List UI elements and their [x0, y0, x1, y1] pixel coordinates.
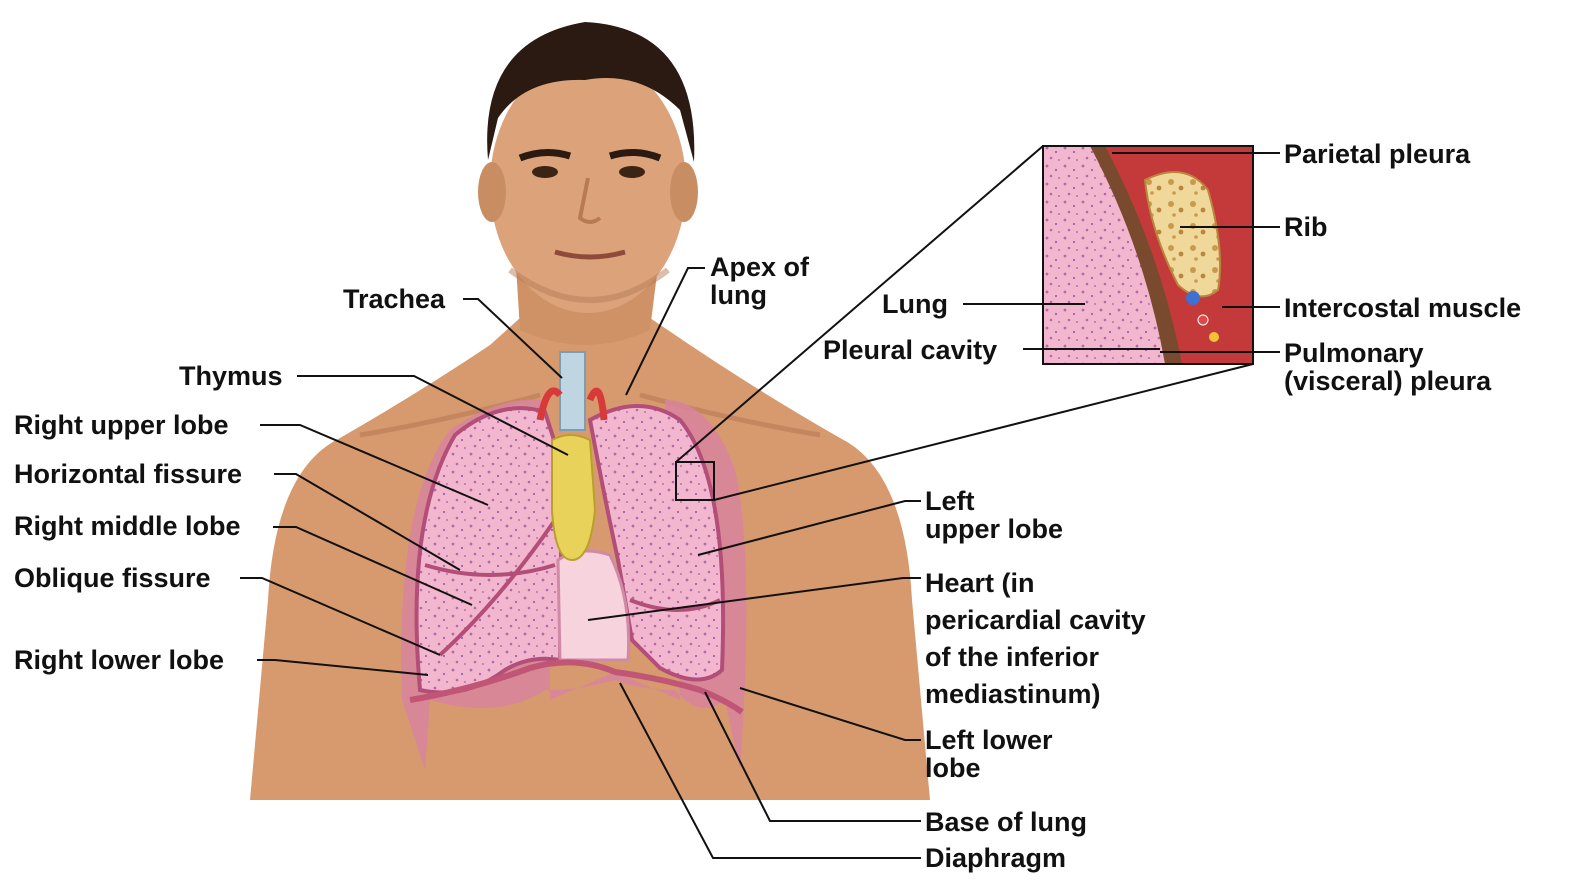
trachea-shape: [560, 352, 585, 430]
right-eye: [619, 166, 645, 178]
label-left-upper-lobe-line-2: upper lobe: [925, 515, 1063, 543]
label-heart-line-4: mediastinum): [925, 676, 1146, 713]
label-right-upper-lobe: Right upper lobe: [14, 411, 228, 439]
label-left-upper-lobe: Left upper lobe: [925, 487, 1063, 543]
label-oblique-fissure: Oblique fissure: [14, 564, 211, 592]
left-ear: [478, 162, 506, 222]
label-pulmonary-pleura: Pulmonary (visceral) pleura: [1284, 339, 1491, 395]
label-right-middle-lobe: Right middle lobe: [14, 512, 241, 540]
label-pleural-cavity: Pleural cavity: [823, 336, 997, 364]
inset-nerve: [1209, 332, 1219, 342]
label-base-of-lung: Base of lung: [925, 808, 1087, 836]
label-pulmonary-pleura-line-2: (visceral) pleura: [1284, 367, 1491, 395]
label-heart-line-3: of the inferior: [925, 639, 1146, 676]
inset-vein: [1186, 291, 1200, 305]
label-heart-line-2: pericardial cavity: [925, 602, 1146, 639]
label-thymus: Thymus: [179, 362, 283, 390]
label-apex-of-lung-line-2: lung: [710, 281, 809, 309]
label-apex-of-lung-line-1: Apex of: [710, 253, 809, 281]
label-diaphragm: Diaphragm: [925, 844, 1066, 872]
label-intercostal-muscle: Intercostal muscle: [1284, 294, 1521, 322]
label-parietal-pleura: Parietal pleura: [1284, 140, 1470, 168]
right-ear: [670, 162, 698, 222]
thymus-shape: [552, 435, 595, 560]
label-lung: Lung: [882, 290, 948, 318]
label-heart-line-1: Heart (in: [925, 565, 1146, 602]
label-apex-of-lung: Apex of lung: [710, 253, 809, 309]
label-rib: Rib: [1284, 213, 1328, 241]
inset-artery: [1198, 315, 1208, 325]
label-horizontal-fissure: Horizontal fissure: [14, 460, 242, 488]
label-left-lower-lobe-line-1: Left lower: [925, 726, 1053, 754]
label-trachea: Trachea: [343, 285, 445, 313]
left-eye: [532, 166, 558, 178]
label-left-lower-lobe-line-2: lobe: [925, 754, 1053, 782]
label-left-lower-lobe: Left lower lobe: [925, 726, 1053, 782]
label-left-upper-lobe-line-1: Left: [925, 487, 1063, 515]
label-right-lower-lobe: Right lower lobe: [14, 646, 224, 674]
label-pulmonary-pleura-line-1: Pulmonary: [1284, 339, 1491, 367]
label-heart: Heart (in pericardial cavity of the infe…: [925, 565, 1146, 713]
